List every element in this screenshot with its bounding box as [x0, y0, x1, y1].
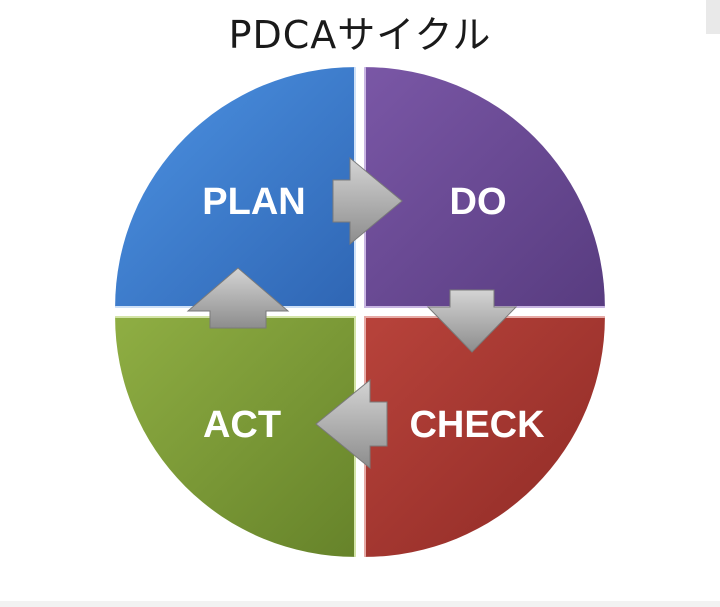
act-label: ACT [203, 404, 281, 446]
arrow-right-icon [332, 156, 403, 246]
check-quadrant-edge [364, 316, 605, 557]
plan-quadrant [115, 67, 355, 307]
bottom-edge [0, 601, 720, 607]
act-quadrant-edge [115, 316, 356, 557]
check-label: CHECK [409, 404, 545, 446]
do-label: DO [450, 181, 507, 223]
do-quadrant [365, 67, 605, 307]
edge-strip [706, 0, 720, 34]
check-quadrant [365, 317, 605, 557]
arrow-up-icon [186, 267, 290, 329]
act-quadrant [115, 317, 355, 557]
plan-label: PLAN [202, 181, 305, 223]
do-quadrant-edge [364, 67, 605, 308]
diagram-title: PDCAサイクル [228, 13, 492, 57]
arrow-down-icon [426, 289, 518, 353]
arrow-left-icon [315, 378, 388, 470]
